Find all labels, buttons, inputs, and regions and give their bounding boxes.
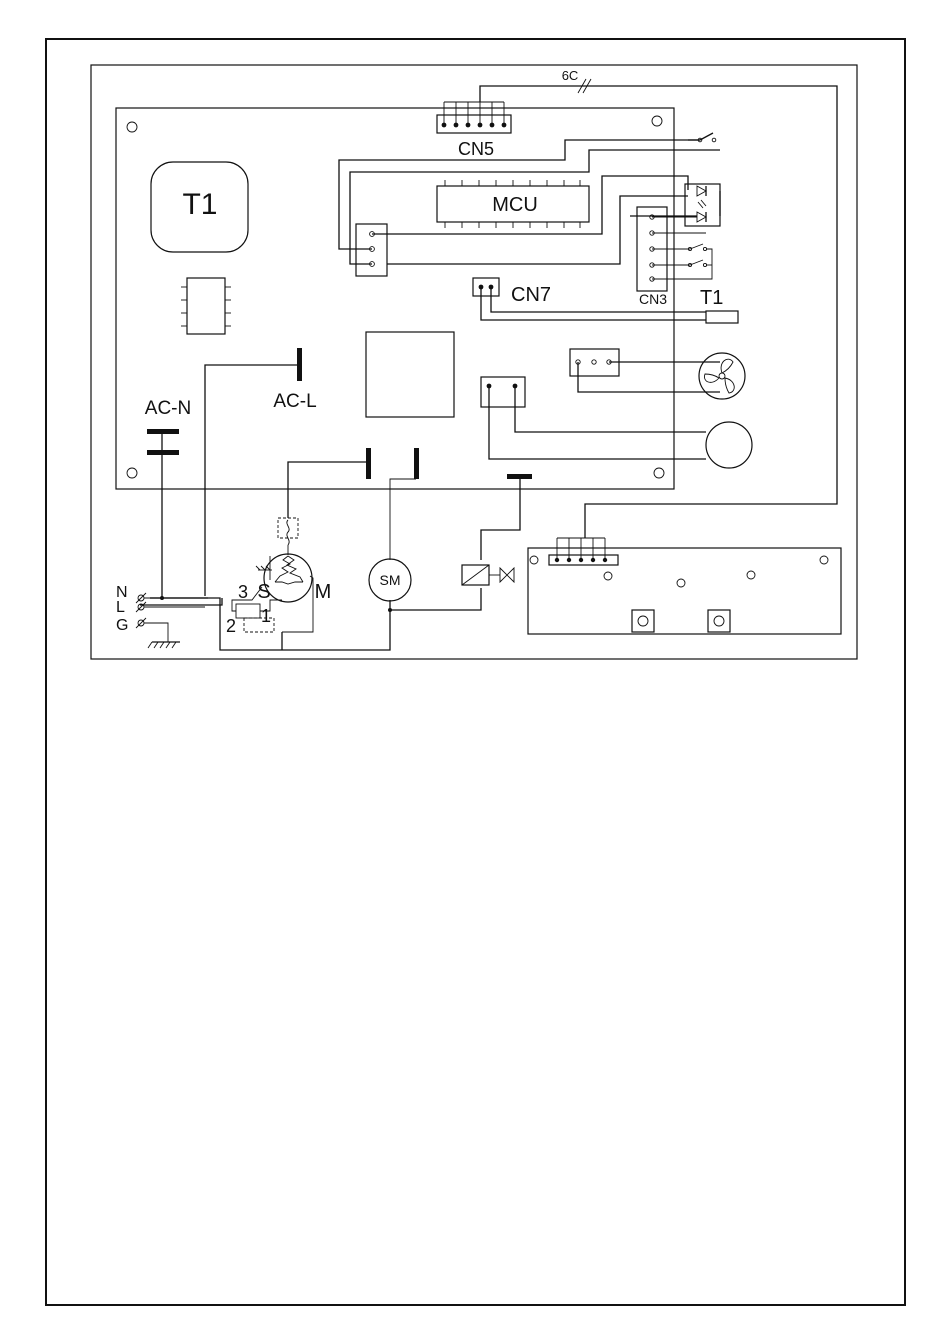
sm-terminal [414,448,419,479]
sm-label: SM [380,572,401,588]
cable-6c-label: 6C [562,68,579,83]
relay-module [366,332,454,417]
compressor-s-label: S [257,581,270,603]
fan-connector [570,349,720,392]
door-switch [688,133,716,142]
cn5-label: CN5 [458,139,494,159]
cn7-label: CN7 [511,284,551,306]
mcu-label: MCU [492,194,538,216]
cn3-label: CN3 [639,291,667,307]
cn7-connector: CN7 [473,278,706,320]
overload-terminal-3: 3 [238,582,248,602]
ac-l-terminal: AC-L [273,348,316,412]
ac-n-terminal: AC-N [145,398,191,455]
compressor: S M 3 2 1 [226,518,331,636]
ac-l-label: AC-L [273,391,316,412]
mount-hole [654,468,664,478]
display-board [528,538,841,634]
terminal-block: N L G [116,584,205,648]
display-button-right[interactable] [708,610,730,632]
t1-temperature-sensor: T1 [700,287,738,323]
round-motor-component [706,422,752,468]
overload-terminal-2: 2 [226,616,236,636]
compressor-terminal [366,448,371,479]
transformer-label: T1 [182,188,217,221]
mcu-chip: MCU [437,180,589,228]
compressor-m-label: M [315,581,332,603]
display-button-left[interactable] [632,610,654,632]
fan-icon [699,353,745,399]
mount-hole [127,468,137,478]
transformer-t1: T1 [151,162,248,252]
terminal-g-label: G [116,617,128,634]
cn5-connector: CN5 [437,102,511,159]
led-indicator-block [630,184,720,226]
valve-terminal [507,474,532,479]
mount-hole [652,116,662,126]
overload-terminal-1: 1 [261,606,271,626]
ac-n-label: AC-N [145,398,191,419]
t1-sensor-label: T1 [700,287,723,309]
solenoid-valve [462,565,514,585]
mount-hole [127,122,137,132]
dip8-chip [181,278,231,334]
terminal-l-label: L [116,599,125,616]
two-pin-connector [481,377,706,459]
